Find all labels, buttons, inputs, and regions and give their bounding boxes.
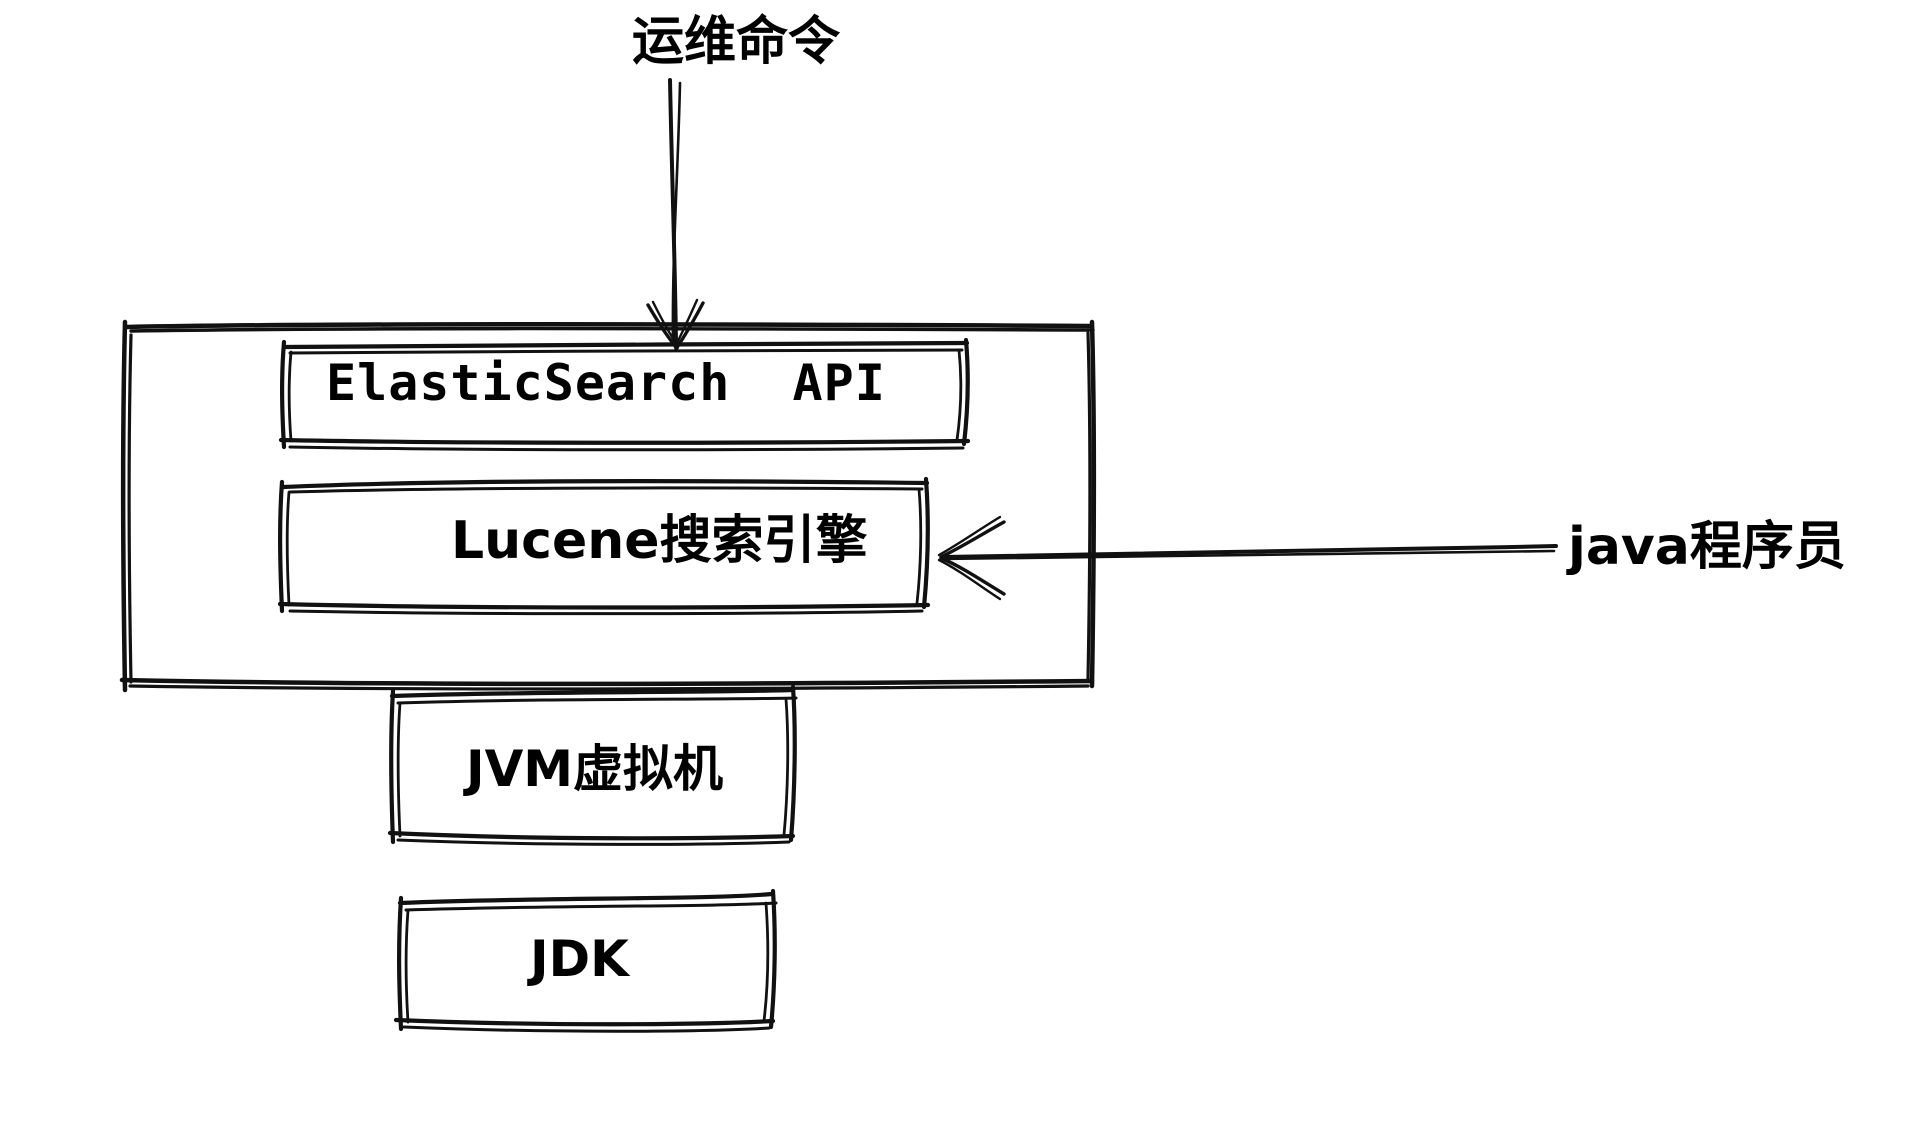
elasticsearch-api-box-outline [278,337,971,452]
box-label-jvm: JVM虚拟机 [466,740,724,798]
jdk-box-outline [393,888,778,1033]
lucene-box-outline [277,476,931,616]
jvm-box-outline [387,684,798,846]
annotation-ops-commands: 运维命令 [632,12,841,72]
java-dev-to-lucene-arrow [937,515,1558,601]
annotation-java-developer: java程序员 [1568,517,1846,577]
box-label-lucene-engine: Lucene搜索引擎 [451,511,868,571]
box-label-jdk: JDK [530,930,629,988]
elasticsearch-container-outline [119,319,1097,693]
box-label-elasticsearch-api: ElasticSearch API [326,354,886,412]
ops-to-es-api-arrow [646,78,705,351]
